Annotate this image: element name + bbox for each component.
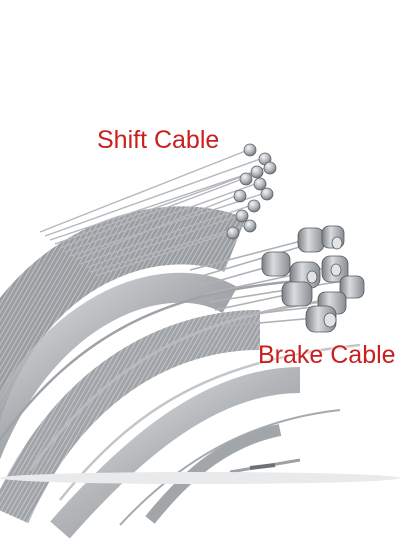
shift-cable-label: Shift Cable xyxy=(97,126,220,154)
shift-cable-nipples xyxy=(226,143,277,240)
brake-cable-barrels xyxy=(261,225,365,333)
shadow-base xyxy=(0,472,400,484)
shift-cable-strands xyxy=(39,149,269,277)
cable-coils xyxy=(0,206,361,539)
brake-cable-label: Brake Cable xyxy=(258,341,396,369)
